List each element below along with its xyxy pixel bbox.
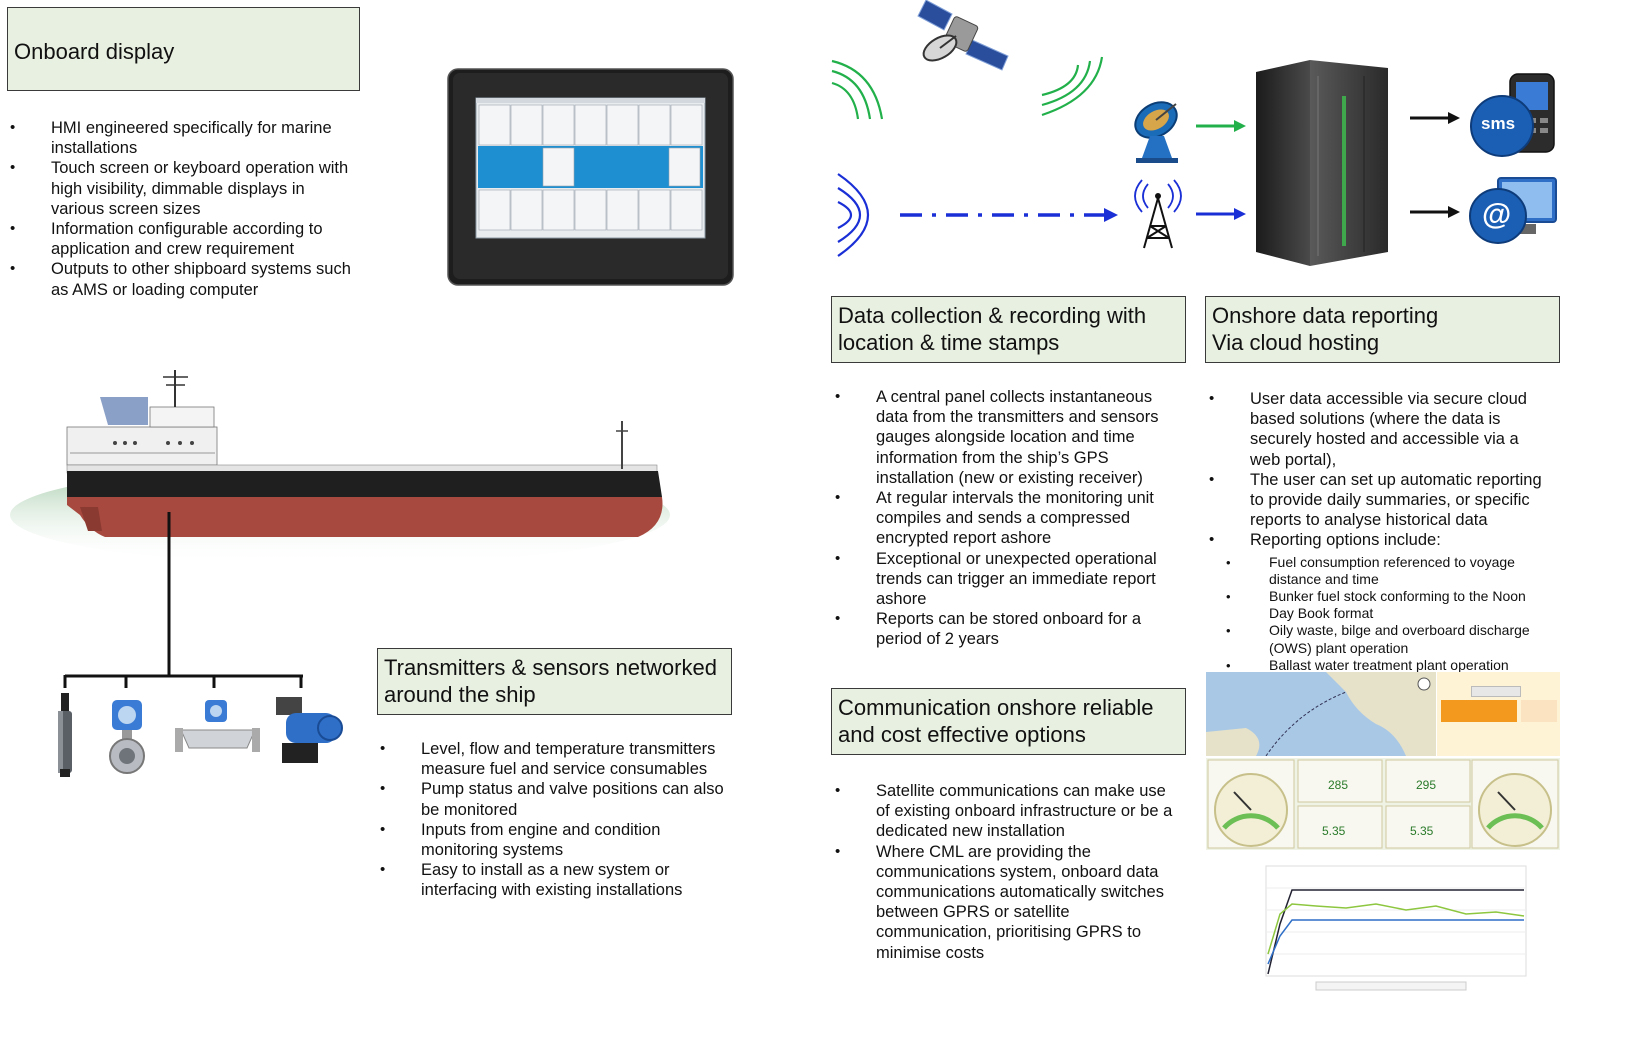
onshore-reporting-title-line-1: Onshore data reporting [1212,303,1439,328]
speed-trend-chart [1265,865,1527,991]
list-item: At regular intervals the monitoring unit… [833,488,1178,549]
list-item: Oily waste, bilge and overboard discharg… [1226,622,1552,656]
list-item: Touch screen or keyboard operation with … [8,158,358,219]
satellite-icon [917,0,1009,71]
list-item: Pump status and valve positions can also… [378,779,738,819]
level-transmitter-icon [58,693,72,777]
gauge-value: 295 [1416,778,1437,792]
satellite-dish-icon [1134,101,1178,163]
list-item: Where CML are providing the communicatio… [833,842,1178,963]
hmi-tile [606,189,639,231]
list-item: Fuel consumption referenced to voyage di… [1226,554,1552,588]
data-collection-title-line-2: location & time stamps [838,330,1060,355]
ship-illustration [10,370,670,565]
hmi-tile [670,189,703,231]
list-item: Easy to install as a new system or inter… [378,860,738,900]
green-signal-waves-left [831,59,884,120]
communication-bullets: Satellite communications can make use of… [833,781,1178,963]
hmi-tile [638,104,671,146]
radio-tower-icon [1134,179,1182,249]
cloud-server-icon [1256,60,1388,266]
hmi-tile [542,147,575,187]
alerts-panel [1437,672,1560,756]
sensor-network-lines [63,512,303,688]
list-item: HMI engineered specifically for marine i… [8,118,358,158]
list-item: Bunker fuel stock conforming to the Noon… [1226,588,1552,622]
data-collection-title-box: Data collection & recording with locatio… [831,296,1186,363]
blue-signal-waves [837,173,870,257]
list-item: Outputs to other shipboard systems such … [8,259,358,299]
communication-title-box: Communication onshore reliable and cost … [831,688,1186,755]
transmitters-title-line-2: around the ship [384,682,536,707]
reporting-options-sub-bullets: Fuel consumption referenced to voyage di… [1226,554,1552,675]
list-item: The user can set up automatic reporting … [1207,470,1552,531]
list-item: Satellite communications can make use of… [833,781,1178,842]
hmi-tile [668,147,701,187]
gauge-value: 5.35 [1322,824,1346,838]
hmi-tile [638,189,671,231]
hmi-tile [478,189,511,231]
onboard-display-bullets: HMI engineered specifically for marine i… [8,118,358,300]
onboard-display-title: Onboard display [14,39,175,64]
hmi-tile [510,189,543,231]
sms-label: sms [1481,114,1516,133]
list-item: Ballast water treatment plant operation [1226,657,1552,674]
gauges-row: 285 295 5.35 5.35 [1206,758,1560,850]
hmi-touch-screen-display [447,68,734,286]
onboard-display-title-box: Onboard display [7,7,360,91]
blue-dash-dot-link [900,208,1118,222]
transmitters-title-line-1: Transmitters & sensors networked [384,655,717,680]
flow-meter-icon [109,700,145,774]
list-item: User data accessible via secure cloud ba… [1207,389,1552,470]
email-monitor-icon: @ [1468,176,1560,248]
onshore-reporting-title-line-2: Via cloud hosting [1212,330,1380,355]
hmi-tile [510,104,543,146]
coriolis-meter-icon [175,700,260,752]
onshore-reporting-title-box: Onshore data reporting Via cloud hosting [1205,296,1560,363]
transmitters-bullets: Level, flow and temperature transmitters… [378,739,738,901]
hmi-tile [478,104,511,146]
list-item: Level, flow and temperature transmitters… [378,739,738,779]
data-collection-bullets: A central panel collects instantaneous d… [833,387,1178,650]
data-collection-title-line-1: Data collection & recording with [838,303,1147,328]
black-arrow-to-email [1410,206,1460,218]
gauge-value: 5.35 [1410,824,1434,838]
hmi-tile [574,189,607,231]
hmi-tile [670,104,703,146]
hmi-tile [574,104,607,146]
web-portal-dashboard: 285 295 5.35 5.35 [1206,672,1560,998]
sms-phone-icon: sms [1468,72,1560,162]
communication-title-line-1: Communication onshore reliable [838,695,1154,720]
email-label: @ [1482,198,1512,231]
communication-title-line-2: and cost effective options [838,722,1086,747]
valve-actuator-icon [276,697,343,763]
black-arrow-to-sms [1410,112,1460,124]
list-item: A central panel collects instantaneous d… [833,387,1178,488]
green-signal-waves-right [1041,56,1104,117]
hmi-tile [542,189,575,231]
hmi-tile [606,104,639,146]
gauge-value: 285 [1328,778,1349,792]
hmi-tile [542,104,575,146]
blue-arrow [1196,208,1246,220]
onshore-reporting-bullets: User data accessible via secure cloud ba… [1207,389,1552,674]
list-item: Inputs from engine and condition monitor… [378,820,738,860]
transmitters-title-box: Transmitters & sensors networked around … [377,648,732,715]
voyage-map [1206,672,1436,756]
list-item: Reporting options include: Fuel consumpt… [1207,530,1552,674]
reporting-options-label: Reporting options include: [1250,531,1441,550]
list-item: Reports can be stored onboard for a peri… [833,609,1178,649]
list-item: Information configurable according to ap… [8,219,358,259]
green-arrow [1196,120,1246,132]
list-item: Exceptional or unexpected operational tr… [833,549,1178,610]
